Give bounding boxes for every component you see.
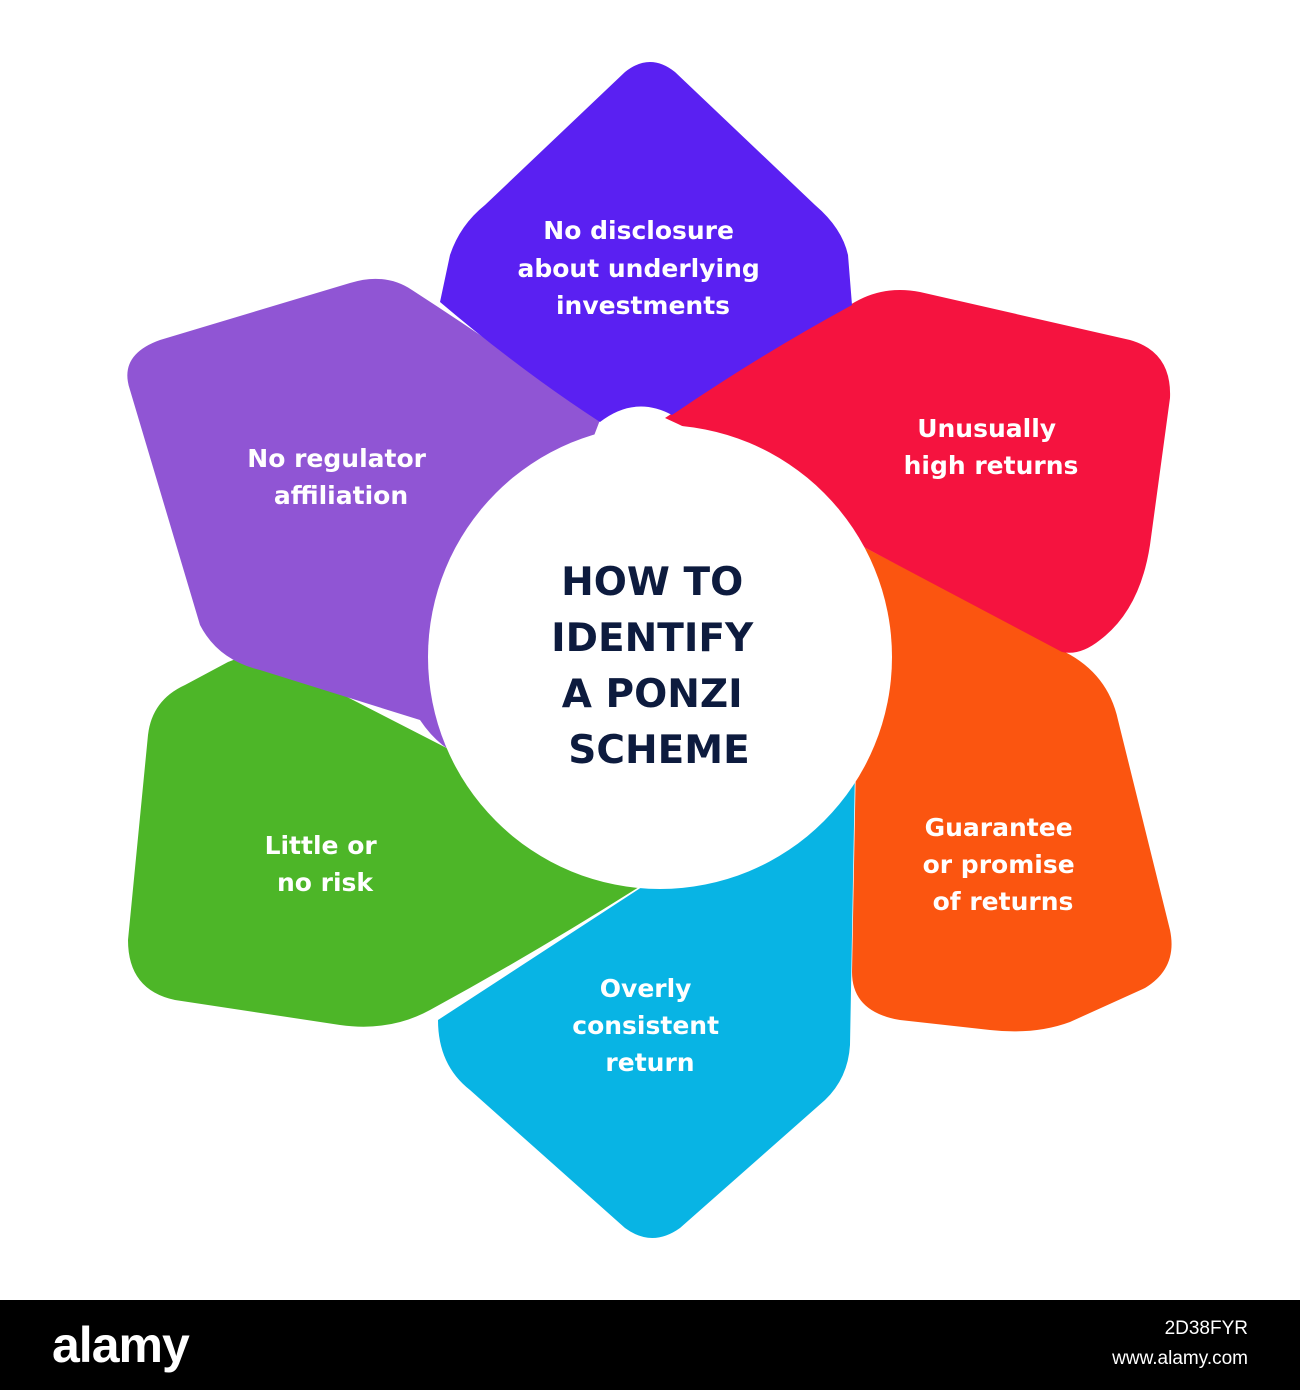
image-info: 2D38FYR www.alamy.com xyxy=(1112,1314,1248,1374)
label-line: of returns xyxy=(933,887,1074,916)
label-line: No regulator xyxy=(247,444,426,473)
label-line: Guarantee xyxy=(925,813,1073,842)
label-no-regulator-affiliation: No regulator affiliation xyxy=(247,444,434,510)
label-line: No disclosure xyxy=(543,216,734,245)
center-title-line: A PONZI xyxy=(562,672,743,717)
alamy-logo: alamy xyxy=(52,1317,190,1373)
ponzi-scheme-diagram: HOW TO IDENTIFY A PONZI SCHEME No disclo… xyxy=(127,62,1172,1238)
label-line: high returns xyxy=(904,451,1079,480)
site-url: www.alamy.com xyxy=(1112,1348,1248,1369)
center-title: HOW TO IDENTIFY A PONZI SCHEME xyxy=(551,560,767,773)
footer-bar: alamy 2D38FYR www.alamy.com xyxy=(0,1300,1300,1390)
label-line: Overly xyxy=(600,974,692,1003)
image-id: 2D38FYR xyxy=(1164,1318,1248,1339)
label-line: Unusually xyxy=(917,414,1056,443)
petal-no-disclosure xyxy=(440,62,852,422)
center-title-line: HOW TO xyxy=(561,560,743,605)
label-line: about underlying xyxy=(517,254,759,283)
label-little-or-no-risk: Little or no risk xyxy=(265,831,386,897)
label-overly-consistent-return: Overly consistent return xyxy=(572,974,728,1077)
label-line: investments xyxy=(556,291,730,320)
center-circle xyxy=(428,425,892,889)
petal-guarantee-of-returns xyxy=(852,545,1172,1032)
label-line: return xyxy=(605,1048,694,1077)
petal-overly-consistent-return xyxy=(438,770,855,1238)
label-line: consistent xyxy=(572,1011,719,1040)
petal-little-or-no-risk xyxy=(128,656,650,1027)
center-title-line: SCHEME xyxy=(568,728,749,773)
label-line: no risk xyxy=(277,868,374,897)
label-line: or promise xyxy=(923,850,1075,879)
diagram-canvas: HOW TO IDENTIFY A PONZI SCHEME No disclo… xyxy=(127,62,1172,1238)
center-title-line: IDENTIFY xyxy=(551,616,754,661)
label-unusually-high-returns: Unusually high returns xyxy=(904,414,1079,480)
petal-unusually-high-returns xyxy=(665,289,1171,653)
label-line: Little or xyxy=(265,831,378,860)
label-line: affiliation xyxy=(274,481,408,510)
label-guarantee-of-returns: Guarantee or promise of returns xyxy=(923,813,1084,916)
label-no-disclosure: No disclosure about underlying investmen… xyxy=(517,216,768,320)
